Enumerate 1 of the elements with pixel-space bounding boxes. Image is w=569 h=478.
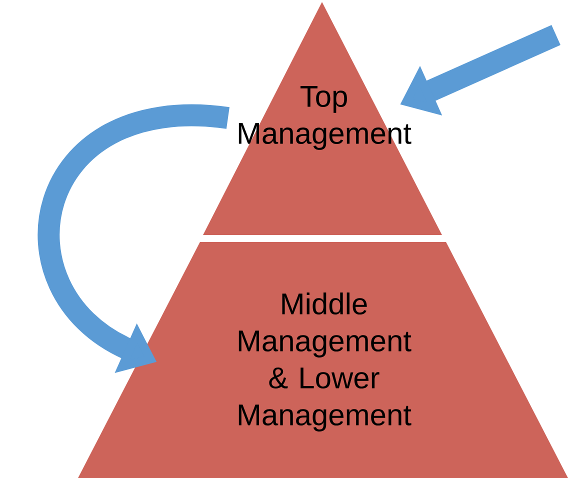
pyramid-level: Middle Management & Lower Management: [78, 242, 568, 478]
